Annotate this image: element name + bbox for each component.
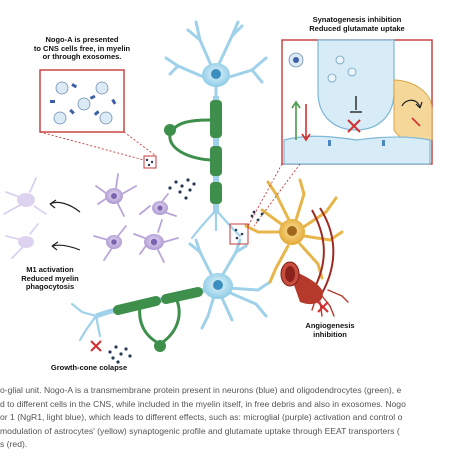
glutamate-transporter-icon: [401, 99, 423, 109]
resting-microglia: [18, 236, 34, 248]
astrocyte: [244, 178, 344, 284]
angiogenesis-label: Angiogenesis inhibition: [288, 321, 372, 339]
bottom-neuron: [70, 238, 272, 364]
angiogenesis-inhibit-icon: [317, 301, 329, 313]
top-neuron-nucleus: [211, 69, 221, 79]
bottom-oligodendrocyte: [138, 297, 181, 352]
blood-vessel: [280, 207, 349, 317]
bottom-neuron-nucleus: [213, 280, 223, 290]
arrow-up-green-icon: [291, 100, 301, 140]
synaptogenesis-text: Synatogenesis inhibition Reduced glutama…: [309, 15, 405, 33]
growth-cone-text: Growth-cone colapse: [50, 363, 128, 372]
presynaptic-terminal: [317, 39, 395, 131]
top-myelin-sheath: [210, 146, 222, 176]
m1-activation-text: M1 activation Reduced myelin phagocytosi…: [21, 265, 79, 291]
figure-caption: o-glial unit. Nogo-A is a transmembrane …: [0, 384, 474, 452]
arrow-down-red-icon: [301, 104, 311, 142]
m1-activation-label: M1 activation Reduced myelin phagocytosi…: [2, 265, 98, 292]
growth-cone-inhibit-icon: [90, 340, 102, 352]
bottom-myelin-sheath: [161, 287, 203, 304]
top-myelin-sheath: [210, 182, 222, 204]
synaptogenesis-label: Synatogenesis inhibition Reduced glutama…: [282, 15, 432, 33]
vesicle-icon: [327, 55, 357, 83]
synapse-inhibit-icon: [347, 119, 361, 133]
inhibit-synaptogenesis-icon: [350, 96, 362, 113]
nogo-presented-label: Nogo-A is presented to CNS cells free, i…: [30, 35, 134, 62]
caption-line: o-glial unit. Nogo-A is a transmembrane …: [0, 385, 402, 395]
nogo-a-protein-icon: [50, 83, 117, 116]
top-myelin-sheath: [210, 100, 222, 138]
top-oligodendrocyte: [164, 118, 211, 162]
synapse-callout: [229, 39, 433, 245]
exosome-callout: [39, 69, 157, 169]
caption-line: modulation of astrocytes' (yellow) synap…: [0, 425, 400, 436]
microglia-group: [3, 173, 196, 263]
exosome-icon: [288, 52, 304, 68]
caption-line: s (red).: [0, 439, 28, 450]
top-neuron: [164, 20, 268, 240]
bottom-myelin-sheath: [113, 296, 161, 315]
astrocyte-nucleus: [287, 226, 297, 236]
nogo-presented-text: Nogo-A is presented to CNS cells free, i…: [33, 35, 131, 61]
caption-line: d to different cells in the CNS, while i…: [0, 398, 406, 409]
activation-arrow: [49, 199, 81, 251]
receptor-icon: [328, 140, 385, 146]
growth-cone-label: Growth-cone colapse: [34, 363, 144, 373]
resting-microglia: [17, 193, 35, 207]
exosome-icon: [53, 81, 113, 125]
caption-line: or 1 (NgR1, light blue), which leads to …: [0, 412, 403, 423]
angiogenesis-text: Angiogenesis inhibition: [305, 321, 355, 339]
